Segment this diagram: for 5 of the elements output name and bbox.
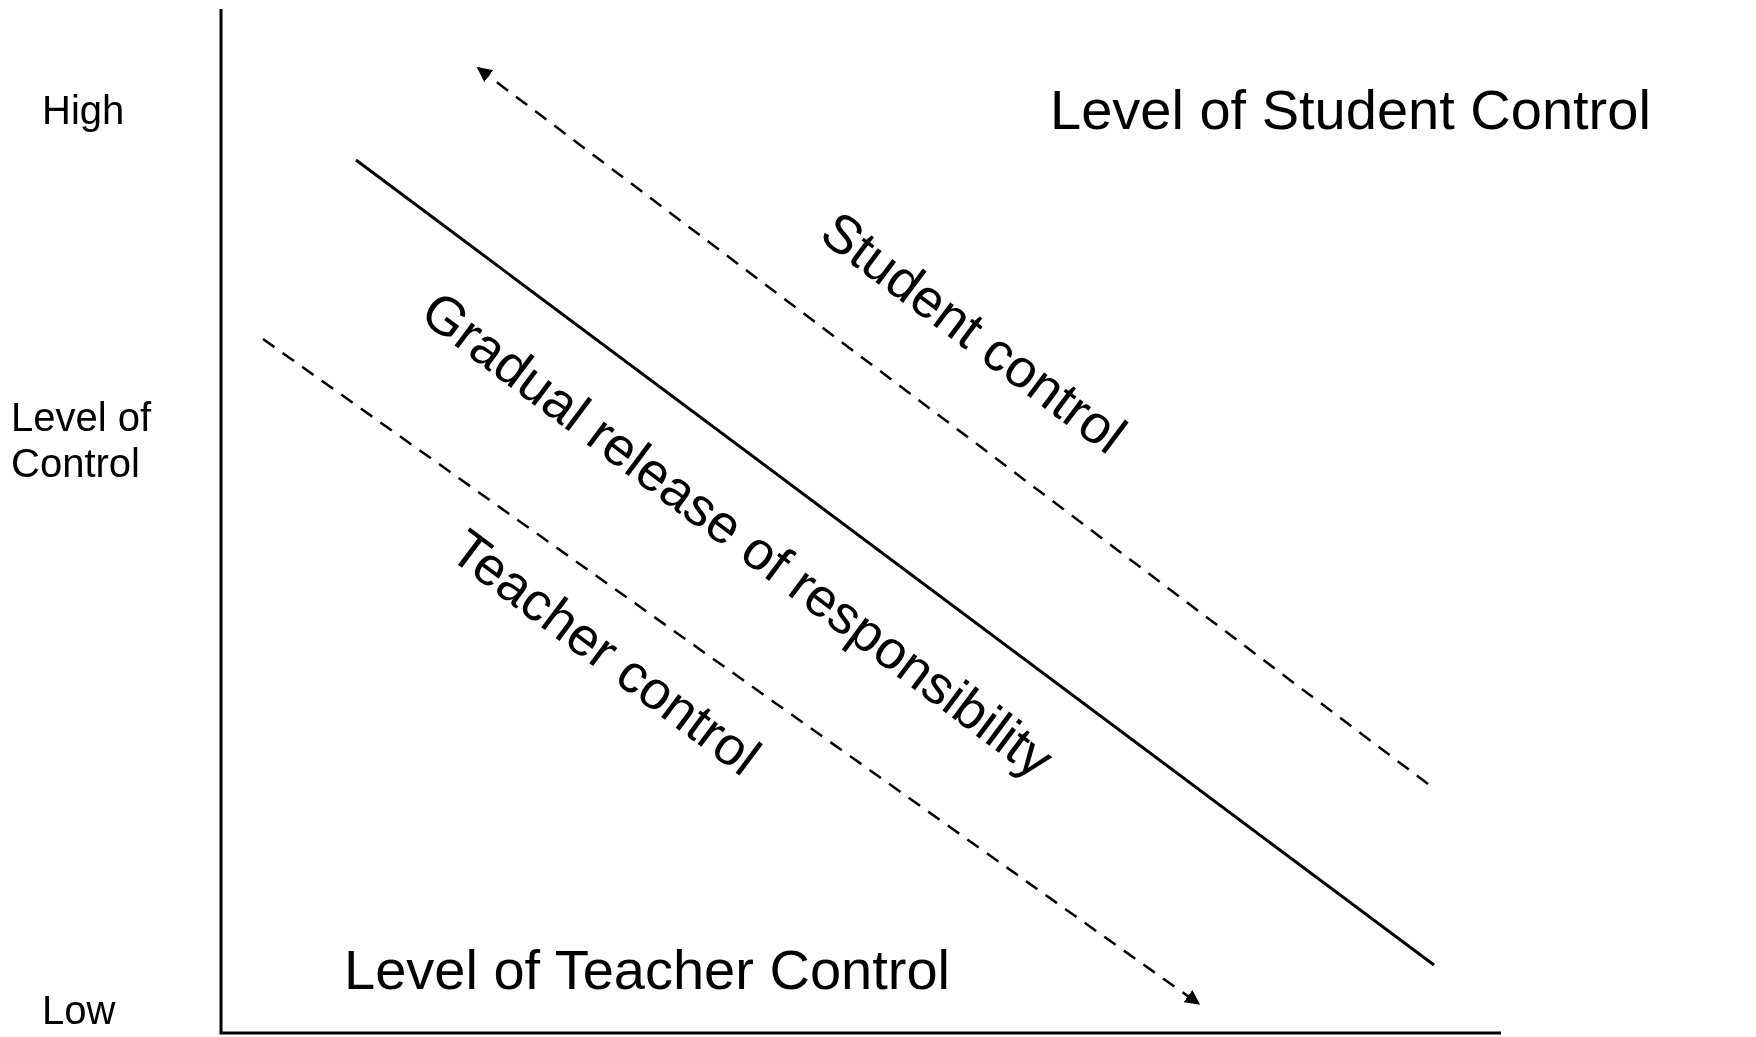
region-label: Level of Teacher Control xyxy=(344,937,950,1003)
axis-label: Low xyxy=(42,987,116,1033)
region-label: Level of Student Control xyxy=(1050,77,1651,143)
axis-title: Level of Control xyxy=(11,394,153,486)
axis-label: High xyxy=(42,87,125,133)
